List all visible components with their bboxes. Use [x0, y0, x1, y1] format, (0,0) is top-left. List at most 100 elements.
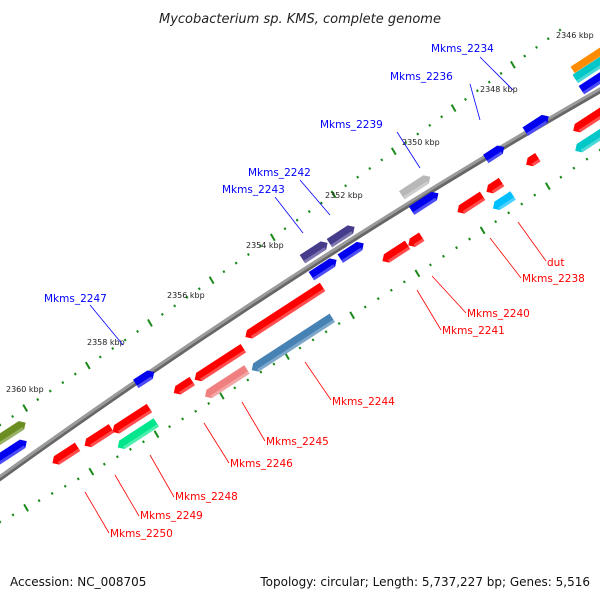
- scale-tick: [468, 237, 472, 241]
- gene-shade: [526, 120, 548, 136]
- gene-body: [299, 241, 328, 264]
- scale-tick: [185, 295, 189, 299]
- gene-arrow[interactable]: [523, 152, 541, 169]
- map-title: Mycobacterium sp. KMS, complete genome: [159, 12, 441, 27]
- gene-label[interactable]: Mkms_2244: [332, 396, 395, 408]
- scale-tick: [390, 147, 397, 156]
- scale-tick: [376, 297, 380, 301]
- gene-arrow[interactable]: [308, 256, 340, 281]
- gene-arrow[interactable]: [202, 365, 250, 401]
- scale-tick: [311, 338, 315, 342]
- gene-arrow[interactable]: [571, 104, 600, 135]
- scale-label: 2350 kbp: [402, 138, 440, 147]
- gene-body: [205, 365, 250, 399]
- gene-body: [326, 225, 355, 248]
- scale-tick: [416, 132, 420, 136]
- scale-label: 2356 kbp: [167, 291, 205, 300]
- gene-label[interactable]: Mkms_2238: [522, 273, 585, 285]
- backbone-shadow: [0, 87, 600, 482]
- scale-tick: [440, 115, 444, 119]
- label-leader-line: [304, 361, 332, 401]
- gene-arrow[interactable]: [192, 344, 247, 384]
- gene-shade: [117, 409, 153, 434]
- gene-arrow[interactable]: [133, 368, 157, 389]
- scale-tick: [11, 414, 15, 419]
- scale-tick: [295, 218, 299, 222]
- scale-tick: [259, 244, 263, 248]
- scale-tick: [11, 513, 15, 517]
- scale-tick: [0, 520, 2, 524]
- scale-tick: [479, 226, 486, 235]
- gene-shade: [413, 238, 425, 247]
- gene-arrow[interactable]: [483, 143, 507, 164]
- gene-arrow[interactable]: [243, 282, 326, 341]
- scale-tick: [73, 372, 77, 376]
- gene-label[interactable]: Mkms_2249: [140, 510, 203, 522]
- scale-tick: [181, 417, 185, 421]
- gene-label[interactable]: Mkms_2248: [175, 491, 238, 503]
- gene-arrow[interactable]: [337, 239, 367, 263]
- gene-body: [0, 439, 27, 468]
- scale-tick: [111, 346, 115, 351]
- gene-arrow[interactable]: [110, 403, 153, 436]
- gene-shade: [250, 288, 326, 339]
- scale-tick: [585, 157, 589, 161]
- gene-shade: [57, 448, 81, 465]
- gene-label[interactable]: Mkms_2247: [44, 293, 107, 305]
- gene-arrow[interactable]: [326, 223, 358, 248]
- scale-tick: [37, 499, 41, 503]
- gene-arrow[interactable]: [408, 189, 441, 215]
- scale-tick: [283, 227, 287, 231]
- scale-label: 2348 kbp: [480, 85, 518, 94]
- gene-label[interactable]: Mkms_2243: [222, 184, 285, 196]
- gene-shade: [341, 247, 363, 263]
- gene-arrow[interactable]: [399, 173, 433, 200]
- gene-arrow[interactable]: [0, 418, 28, 450]
- gene-shade: [0, 445, 26, 468]
- gene-arrow[interactable]: [115, 418, 160, 451]
- gene-label[interactable]: Mkms_2246: [230, 458, 293, 470]
- gene-label[interactable]: Mkms_2240: [467, 308, 530, 320]
- gene-body: [112, 403, 153, 434]
- scale-tick: [344, 184, 348, 188]
- gene-arrow[interactable]: [484, 177, 505, 196]
- gene-arrow[interactable]: [82, 424, 115, 450]
- gene-body: [486, 177, 505, 194]
- gene-arrow[interactable]: [299, 239, 331, 264]
- gene-label[interactable]: Mkms_2250: [110, 528, 173, 540]
- gene-arrow[interactable]: [171, 376, 195, 397]
- scale-label: 2360 kbp: [6, 385, 44, 394]
- gene-label[interactable]: Mkms_2242: [248, 167, 311, 179]
- gene-arrow[interactable]: [573, 124, 600, 155]
- gene-arrow[interactable]: [406, 232, 425, 249]
- gene-label[interactable]: Mkms_2236: [390, 71, 453, 83]
- scale-tick: [50, 491, 54, 495]
- gene-features: [0, 47, 600, 468]
- scale-tick: [136, 329, 140, 333]
- gene-arrow[interactable]: [522, 112, 552, 136]
- gene-body: [457, 191, 486, 214]
- gene-label[interactable]: Mkms_2239: [320, 119, 383, 131]
- label-leader-line: [84, 491, 110, 534]
- gene-label[interactable]: Mkms_2245: [266, 436, 329, 448]
- accession-text: Accession: NC_008705: [10, 575, 146, 589]
- gene-shade: [179, 382, 195, 395]
- gene-label[interactable]: Mkms_2241: [442, 325, 505, 337]
- gene-arrow[interactable]: [490, 191, 516, 212]
- gene-arrow[interactable]: [249, 313, 335, 375]
- gene-arrow[interactable]: [455, 191, 486, 217]
- scale-tick: [259, 370, 263, 374]
- scale-tick: [319, 201, 323, 205]
- gene-label[interactable]: Mkms_2234: [431, 43, 494, 55]
- gene-arrow[interactable]: [0, 437, 29, 468]
- scale-tick: [507, 211, 511, 215]
- scale-tick: [558, 28, 562, 32]
- gene-arrow[interactable]: [50, 442, 81, 468]
- gene-body: [492, 191, 516, 211]
- gene-arrow[interactable]: [380, 240, 411, 266]
- scale-tick: [222, 270, 226, 274]
- scale-tick: [207, 401, 211, 406]
- gene-label[interactable]: dut: [547, 257, 564, 269]
